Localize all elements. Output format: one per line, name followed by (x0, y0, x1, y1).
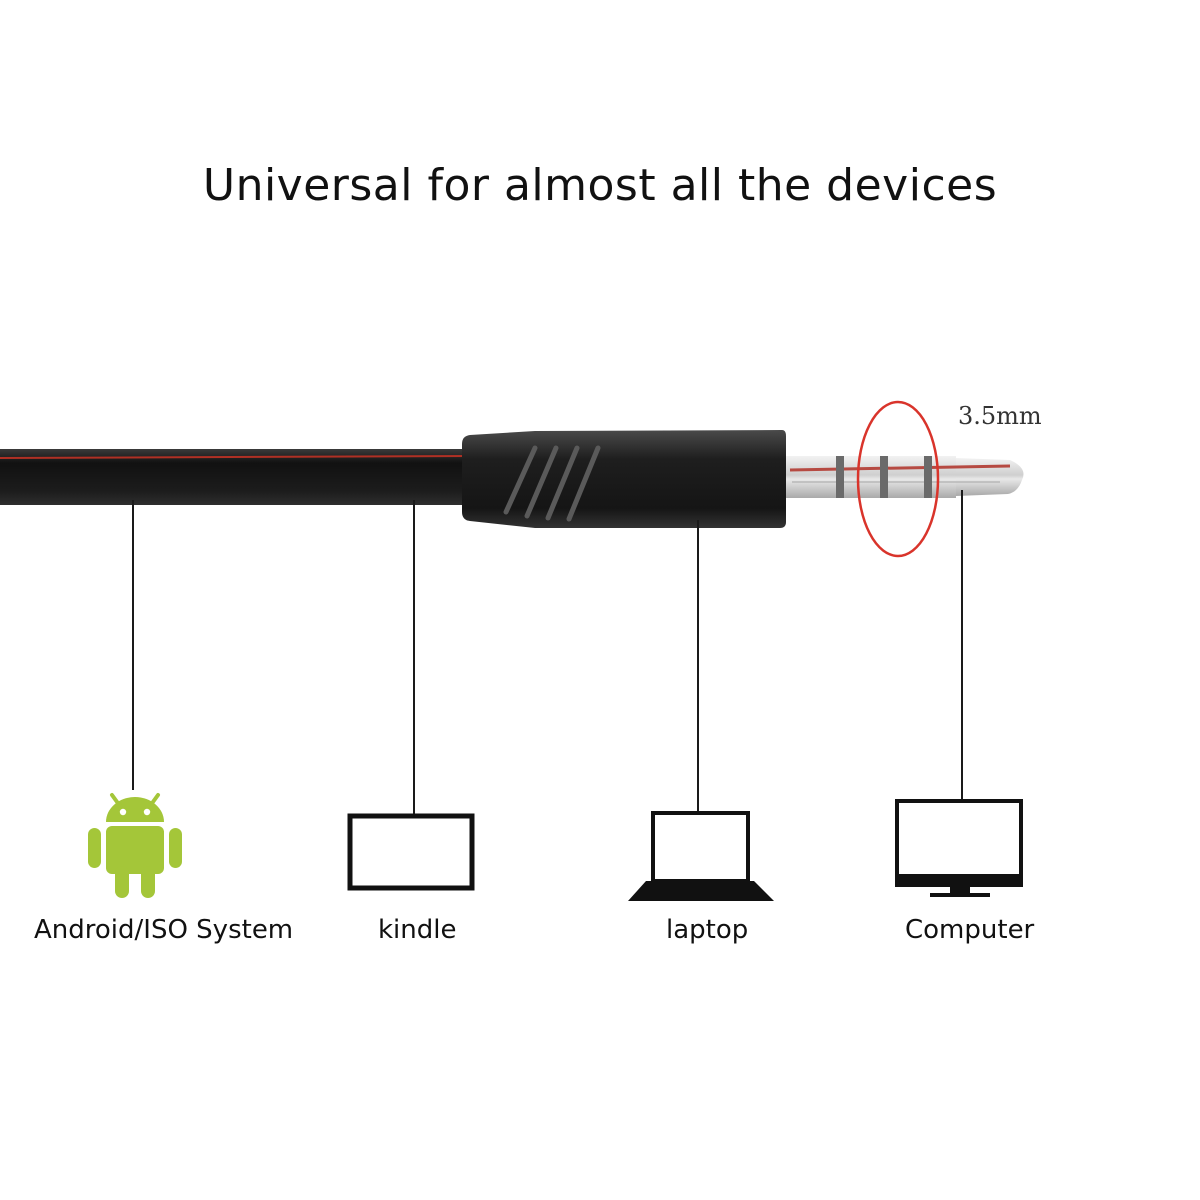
plug-housing (462, 430, 786, 528)
desktop-monitor-icon (895, 799, 1023, 897)
jack-plug-tip (786, 456, 1024, 498)
android-robot-icon (88, 793, 182, 898)
device-label-computer: Computer (905, 915, 1035, 945)
pointer-lines (132, 490, 963, 815)
headline: Universal for almost all the devices (202, 160, 998, 211)
highlight-ring (856, 400, 940, 558)
device-label-laptop: laptop (666, 915, 749, 945)
device-label-kindle: kindle (378, 915, 457, 945)
kindle-tablet-icon (347, 813, 475, 891)
device-label-android: Android/ISO System (34, 915, 294, 945)
laptop-icon (628, 811, 774, 901)
audio-cable (0, 449, 471, 505)
grip-ridges (503, 445, 601, 522)
plug-size-label: 3.5mm (958, 402, 1042, 430)
